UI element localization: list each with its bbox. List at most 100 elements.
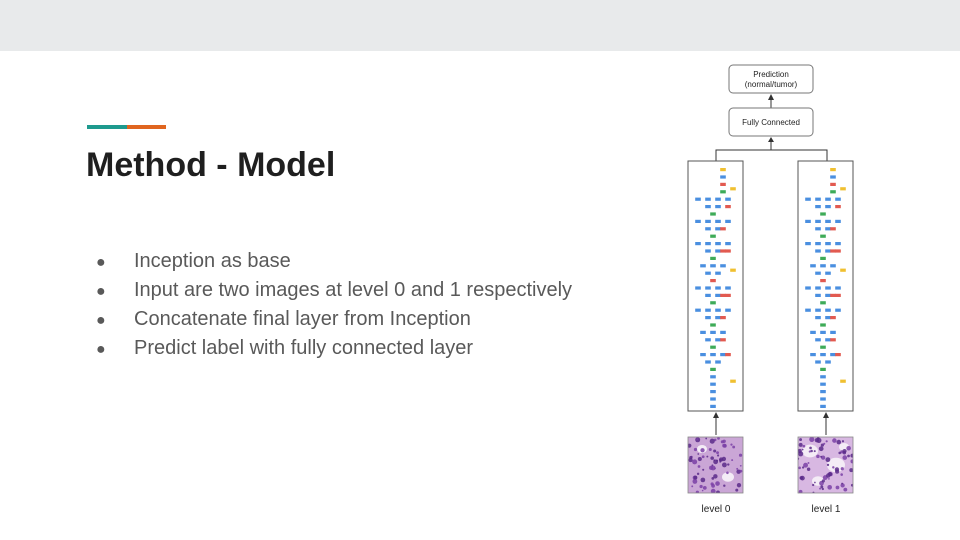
auxiliary-block bbox=[840, 187, 846, 191]
network-block bbox=[705, 205, 711, 209]
network-block bbox=[715, 286, 721, 290]
network-block bbox=[805, 242, 811, 246]
network-block bbox=[825, 293, 831, 297]
prediction-label-line2: (normal/tumor) bbox=[745, 80, 798, 89]
auxiliary-block bbox=[730, 187, 736, 191]
network-block bbox=[835, 197, 841, 201]
bullet-text: Inception as base bbox=[134, 250, 291, 272]
network-block bbox=[710, 301, 716, 305]
network-block bbox=[825, 205, 831, 209]
network-block bbox=[820, 404, 826, 408]
fully-connected-box bbox=[728, 107, 814, 137]
network-block bbox=[815, 308, 821, 312]
network-block bbox=[820, 212, 826, 216]
network-block bbox=[815, 316, 821, 320]
bullet-list: ●Inception as base ●Input are two images… bbox=[96, 250, 572, 366]
network-block bbox=[830, 264, 836, 268]
network-block bbox=[710, 382, 716, 386]
network-block bbox=[835, 249, 841, 253]
network-block bbox=[720, 175, 726, 179]
network-block bbox=[815, 242, 821, 246]
accent-bar-orange bbox=[127, 125, 166, 129]
network-block bbox=[825, 227, 831, 231]
network-block bbox=[725, 205, 731, 209]
network-block bbox=[820, 390, 826, 394]
network-block bbox=[705, 360, 711, 364]
network-block bbox=[715, 219, 721, 223]
network-block bbox=[710, 330, 716, 334]
network-block bbox=[710, 279, 716, 283]
slide-title: Method - Model bbox=[86, 146, 336, 184]
network-block bbox=[710, 234, 716, 238]
network-block bbox=[725, 308, 731, 312]
network-block bbox=[820, 375, 826, 379]
network-block bbox=[705, 197, 711, 201]
network-block bbox=[820, 345, 826, 349]
network-block bbox=[720, 330, 726, 334]
network-block bbox=[720, 316, 726, 320]
network-block bbox=[705, 242, 711, 246]
network-block bbox=[820, 353, 826, 357]
network-block bbox=[820, 279, 826, 283]
network-block bbox=[815, 205, 821, 209]
network-block bbox=[715, 316, 721, 320]
prediction-box bbox=[728, 64, 814, 94]
auxiliary-block bbox=[730, 268, 736, 272]
network-block bbox=[720, 168, 726, 172]
bullet-dot-icon: ● bbox=[96, 341, 106, 358]
network-block bbox=[715, 197, 721, 201]
network-block bbox=[805, 197, 811, 201]
network-block bbox=[825, 286, 831, 290]
network-block bbox=[815, 360, 821, 364]
network-block bbox=[710, 375, 716, 379]
network-block bbox=[710, 353, 716, 357]
network-block bbox=[815, 197, 821, 201]
network-block bbox=[820, 367, 826, 371]
network-block bbox=[725, 219, 731, 223]
bullet-dot-icon: ● bbox=[96, 283, 106, 300]
network-block bbox=[815, 293, 821, 297]
bullet-dot-icon: ● bbox=[96, 254, 106, 271]
network-block bbox=[705, 219, 711, 223]
network-block bbox=[715, 227, 721, 231]
network-block bbox=[695, 242, 701, 246]
network-block bbox=[825, 308, 831, 312]
network-block bbox=[720, 338, 726, 342]
network-block bbox=[710, 256, 716, 260]
network-block bbox=[725, 197, 731, 201]
network-block bbox=[815, 271, 821, 275]
network-block bbox=[720, 353, 726, 357]
network-block bbox=[825, 338, 831, 342]
network-block bbox=[710, 345, 716, 349]
network-block bbox=[820, 330, 826, 334]
network-block bbox=[830, 316, 836, 320]
network-block bbox=[705, 338, 711, 342]
network-block bbox=[710, 404, 716, 408]
merge-connector bbox=[715, 140, 828, 161]
tissue-image-level0 bbox=[688, 437, 743, 493]
network-block bbox=[835, 286, 841, 290]
network-block bbox=[705, 227, 711, 231]
inception-blocks-left bbox=[695, 168, 736, 408]
model-diagram: Prediction (normal/tumor) Fully Connecte… bbox=[672, 58, 872, 528]
network-block bbox=[700, 353, 706, 357]
network-block bbox=[830, 175, 836, 179]
network-block bbox=[815, 286, 821, 290]
prediction-label-line1: Prediction bbox=[753, 70, 789, 79]
level1-label: level 1 bbox=[812, 504, 841, 515]
network-block bbox=[705, 308, 711, 312]
network-block bbox=[705, 316, 711, 320]
network-block bbox=[705, 249, 711, 253]
network-block bbox=[815, 227, 821, 231]
network-block bbox=[725, 242, 731, 246]
bullet-item: ● Inception as base bbox=[96, 250, 572, 279]
network-block bbox=[830, 353, 836, 357]
network-block bbox=[825, 360, 831, 364]
top-band bbox=[0, 0, 960, 51]
network-block bbox=[825, 219, 831, 223]
network-block bbox=[825, 249, 831, 253]
network-block bbox=[825, 316, 831, 320]
network-block bbox=[830, 338, 836, 342]
network-block bbox=[815, 219, 821, 223]
network-block bbox=[835, 293, 841, 297]
